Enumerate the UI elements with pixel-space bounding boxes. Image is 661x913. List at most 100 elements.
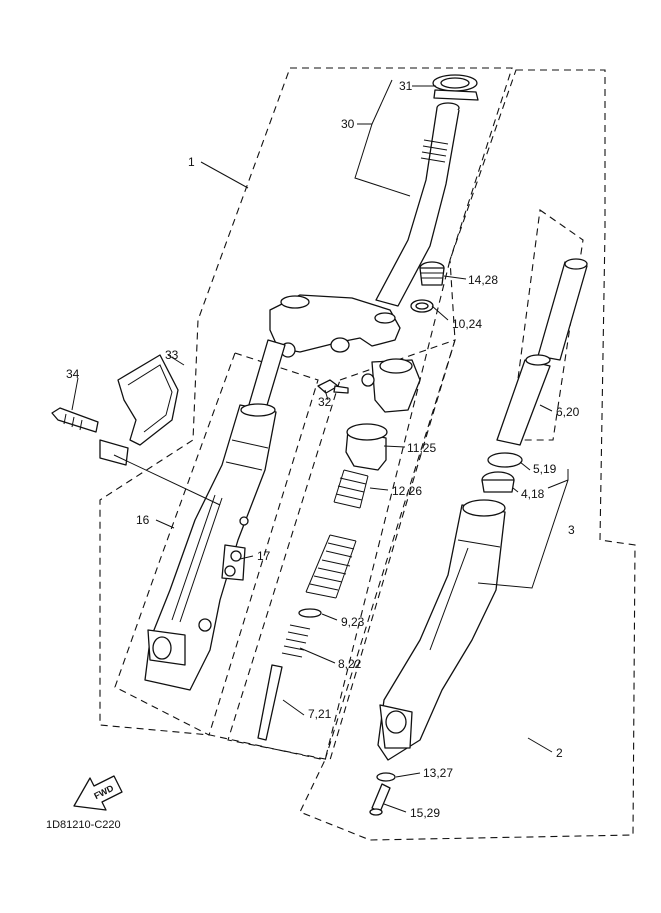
callout-6-20: 6,20 (556, 405, 580, 419)
callout-30: 30 (341, 117, 355, 131)
leader-lines (71, 79, 569, 813)
left-axle-bolt (198, 618, 212, 632)
assembly-2-outline (299, 69, 636, 841)
tube-6-upper (537, 261, 588, 361)
leader-17 (239, 555, 254, 560)
leader-33 (167, 354, 185, 366)
leader-6 (539, 404, 553, 412)
leader-14 (443, 275, 467, 280)
bearing-31-base (433, 89, 479, 101)
leader-13 (395, 772, 421, 778)
left-inner-tube (247, 339, 286, 413)
seal-4-body (481, 479, 515, 493)
leader-2 (527, 737, 553, 753)
steering-stem (375, 74, 479, 307)
leader-10 (431, 305, 449, 321)
under-bracket (269, 294, 401, 358)
bracket-left-hole (280, 295, 310, 309)
tube-6-upper-top (564, 258, 588, 270)
leader-12 (369, 487, 389, 491)
fwd-arrow-shape (73, 775, 123, 811)
leader-32 (324, 389, 329, 401)
plug-14-thread (421, 272, 443, 279)
cable-guide-33 (51, 354, 179, 466)
right-leg-lines (429, 539, 501, 651)
callout-13-27: 13,27 (423, 766, 453, 780)
leader-8 (299, 647, 336, 664)
spring-group (257, 423, 388, 741)
leader-9 (321, 613, 338, 621)
bolt-32 (317, 379, 349, 394)
leader-4 (512, 487, 519, 493)
caliper-hole-upper (230, 550, 242, 562)
right-axle-hole (385, 710, 407, 734)
leader-11 (383, 445, 406, 448)
bolt-34-thread (63, 413, 83, 431)
circlip-5 (487, 452, 523, 468)
leader-3b (547, 479, 569, 489)
callouts: 31 30 1 14,28 10,24 33 34 32 6,20 11,25 … (66, 79, 580, 820)
left-leg-rib (171, 494, 223, 623)
leader-5 (519, 461, 531, 471)
bolt-34 (51, 407, 99, 433)
group-3-outline (509, 209, 584, 441)
leader-16 (155, 519, 175, 529)
clamp-bore (379, 358, 413, 374)
spring-12-sides (305, 469, 369, 599)
leader-15 (383, 803, 407, 813)
washer-13 (376, 772, 396, 782)
callout-12-26: 12,26 (392, 484, 422, 498)
callout-4-18: 4,18 (521, 487, 545, 501)
right-tube-top (462, 499, 506, 517)
right-fork-leg (377, 499, 506, 761)
group-16-outline (114, 352, 319, 736)
leader-1 (200, 161, 249, 189)
stem-tube (375, 107, 460, 307)
callout-11-25: 11,25 (407, 441, 436, 455)
bottom-fasteners (369, 772, 396, 816)
clamp-body (371, 359, 421, 413)
left-tube-top (240, 403, 276, 417)
caliper-hole-lower (224, 565, 236, 577)
callout-8-22: 8,22 (338, 657, 362, 671)
leader-34 (71, 377, 79, 411)
clamp-bolt (361, 373, 375, 387)
leader-3 (477, 469, 569, 589)
left-outer-tube (144, 404, 277, 691)
left-tube-bands (225, 439, 269, 471)
callout-10-24: 10,24 (452, 317, 482, 331)
leader-16b (113, 454, 221, 506)
guide-inner (127, 364, 173, 433)
drawing-code: 1D81210-C220 (46, 819, 121, 831)
bolt-15 (371, 783, 391, 813)
right-upper-parts (410, 258, 588, 493)
leader-7 (282, 699, 305, 716)
callout-7-21: 7,21 (308, 707, 332, 721)
leader-30b (371, 79, 393, 125)
cap-11 (345, 429, 387, 471)
callout-3: 3 (568, 523, 575, 537)
guide-clip (99, 439, 129, 466)
bracket-right-hole (374, 312, 396, 324)
callout-33: 33 (165, 348, 179, 362)
boss-left (239, 516, 249, 526)
spring-8-coils (281, 624, 311, 658)
callout-32: 32 (318, 395, 332, 409)
assembly-1-outline (99, 67, 513, 761)
spring-12-coils (305, 469, 369, 599)
tube-6-lower-top (525, 354, 551, 366)
bracket-pinch-bolt (330, 337, 350, 353)
callout-9-23: 9,23 (341, 615, 365, 629)
leader-30 (354, 123, 411, 197)
right-outer-tube (377, 504, 506, 761)
tube-6-lower (496, 359, 551, 446)
bolt-32-shank (333, 385, 349, 394)
left-axle-hole (152, 636, 172, 660)
callout-17: 17 (257, 549, 271, 563)
callout-2: 2 (556, 746, 563, 760)
callout-5-19: 5,19 (533, 462, 557, 476)
callout-14-28: 14,28 (468, 273, 498, 287)
plug-14 (419, 267, 445, 286)
